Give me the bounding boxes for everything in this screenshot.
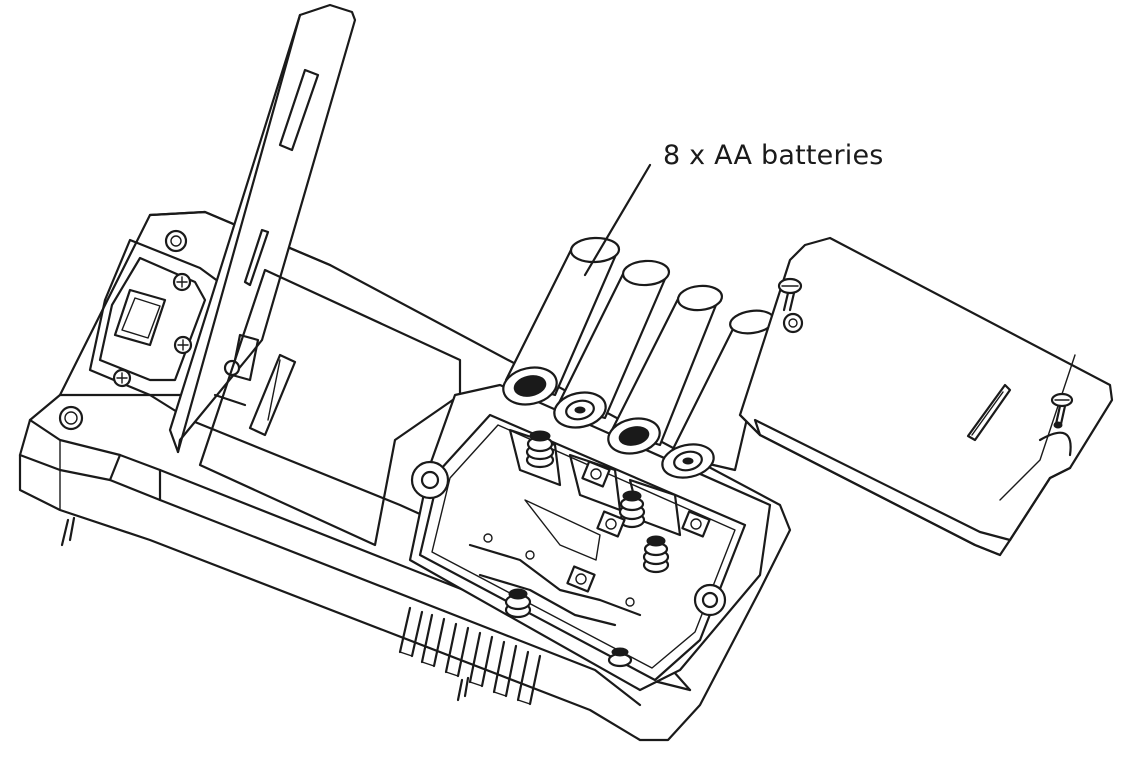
- aa-battery: [502, 236, 621, 406]
- battery-compartment: [408, 383, 772, 692]
- contact-spring: [504, 588, 532, 619]
- contact-spring: [618, 490, 646, 529]
- folding-stand: [168, 3, 357, 454]
- label-recess: [248, 353, 297, 437]
- cover-screw: [777, 277, 803, 312]
- battery-cover: [738, 236, 1114, 557]
- aa-battery: [553, 259, 671, 429]
- contact-spring: [642, 535, 670, 574]
- left-end-pocket: [58, 229, 232, 431]
- contact-spring: [525, 430, 555, 469]
- aa-battery: [661, 309, 775, 479]
- inner-floor: [198, 268, 462, 547]
- aa-battery: [607, 284, 724, 455]
- battery-callout-label: 8 x AA batteries: [663, 140, 884, 171]
- cover-screw: [1050, 392, 1074, 429]
- callout-leader-line: [583, 163, 652, 277]
- contact-spring: [607, 647, 633, 668]
- aa-battery-stack: [502, 236, 775, 479]
- vent-grille: [398, 606, 542, 706]
